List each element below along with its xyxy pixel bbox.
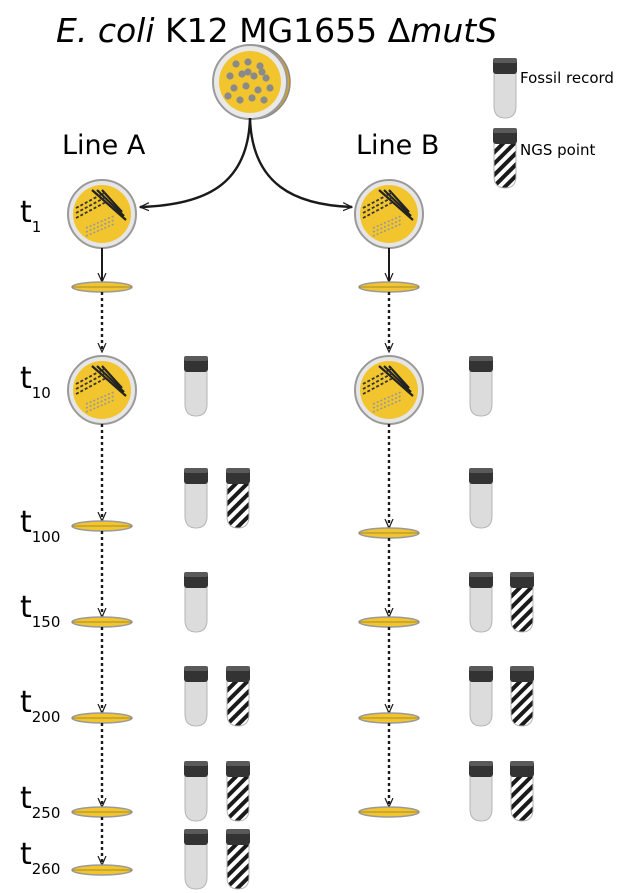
streak-plate-t10-a <box>67 355 137 425</box>
fossil-tube-a-t150 <box>184 572 208 633</box>
timepoint-label-t250: t250 <box>20 781 60 822</box>
timepoint-label-t260: t260 <box>20 837 60 878</box>
lineage-line-a <box>67 179 137 876</box>
fossil-tube-b-t10 <box>469 356 493 417</box>
flat-plate-2-b <box>358 712 420 724</box>
legend-ngs-label: NGS point <box>520 141 596 159</box>
fossil-tube-a-t200 <box>184 666 208 727</box>
fossil-tube-a-t250 <box>184 761 208 822</box>
fossil-tube-a-t100 <box>184 468 208 529</box>
sample-tubes <box>184 356 534 890</box>
timepoint-label-t100: t100 <box>20 505 60 546</box>
ngs-tube-b-t250 <box>510 761 534 822</box>
flat-plate-4-a <box>71 864 133 876</box>
ngs-tube-a-t100 <box>226 468 250 529</box>
legend-ngs-tube-icon <box>493 128 517 189</box>
legend-fossil-label: Fossil record <box>520 69 614 87</box>
lineage-line-b <box>354 179 424 818</box>
ngs-tube-b-t150 <box>510 572 534 633</box>
streak-plate-t10-b <box>354 355 424 425</box>
branch-arrow-line-a <box>140 117 252 207</box>
source-plate-icon <box>212 44 291 120</box>
legend-fossil-tube-icon <box>493 58 517 119</box>
fossil-tube-a-t260 <box>184 829 208 890</box>
flat-plate-0-b <box>358 527 420 539</box>
flat-plate-t1-a <box>71 281 133 293</box>
title-strain: K12 MG1655 Δ <box>155 11 411 50</box>
fossil-tube-b-t150 <box>469 572 493 633</box>
timepoint-label-t1: t1 <box>20 195 41 236</box>
flat-plate-2-a <box>71 712 133 724</box>
flat-plate-1-b <box>358 616 420 628</box>
streak-plate-t1-b <box>354 179 424 249</box>
legend-ngs-tube <box>493 128 517 189</box>
flat-plate-1-a <box>71 616 133 628</box>
timepoint-labels: t1 t10 t100 t150 t200 t250 t260 <box>20 195 60 878</box>
fossil-tube-a-t10 <box>184 356 208 417</box>
ngs-tube-a-t260 <box>226 829 250 890</box>
streak-plate-t1-a <box>67 179 137 249</box>
flat-plate-0-a <box>71 520 133 532</box>
ngs-tube-a-t200 <box>226 666 250 727</box>
diagram-title: E. coli K12 MG1655 ΔmutS <box>56 11 497 50</box>
flat-plate-3-a <box>71 806 133 818</box>
title-species: E. coli <box>56 11 155 50</box>
ngs-tube-a-t250 <box>226 761 250 822</box>
timepoint-label-t150: t150 <box>20 590 60 631</box>
fossil-tube-b-t100 <box>469 468 493 529</box>
legend: Fossil record NGS point <box>493 58 614 189</box>
flat-plate-t1-b <box>358 281 420 293</box>
timepoint-label-t200: t200 <box>20 685 60 726</box>
branch-arrow-line-b <box>248 117 352 207</box>
legend-fossil-tube <box>493 58 517 119</box>
timepoint-label-t10: t10 <box>20 361 51 402</box>
ngs-tube-b-t200 <box>510 666 534 727</box>
fossil-tube-b-t250 <box>469 761 493 822</box>
title-gene: mutS <box>410 11 497 50</box>
line-a-label: Line A <box>62 130 146 161</box>
fossil-tube-b-t200 <box>469 666 493 727</box>
flat-plate-3-b <box>358 806 420 818</box>
line-b-label: Line B <box>356 130 439 161</box>
